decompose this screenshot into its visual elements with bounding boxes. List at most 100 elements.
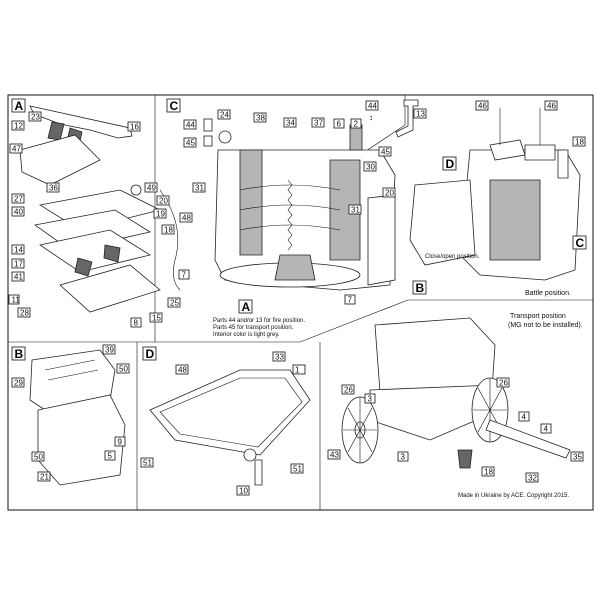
part-13-handle: [395, 99, 419, 138]
part-label: 48: [182, 214, 191, 223]
section-a-box: [11, 98, 26, 113]
part-label: 18: [164, 226, 173, 235]
part-label: 36: [49, 184, 58, 193]
part-label: 50: [34, 453, 43, 462]
mg-magazine: [47, 121, 65, 141]
part-label: 18: [484, 468, 493, 477]
view-c-labels: 24 44 45 38 34 37 6 2 44 45 13 30 31 31 …: [183, 100, 427, 305]
part-label: 47: [12, 145, 21, 154]
part-10-pin: [254, 459, 263, 486]
seat-layer-3: [38, 229, 152, 273]
hatch-detail: [243, 448, 257, 462]
part-label: 39: [105, 346, 114, 355]
copyright-text: Made in Ukraine by ACE. Copyright 2015.: [458, 493, 569, 499]
part-label: 44: [368, 102, 377, 111]
part-label: 11: [12, 296, 21, 305]
spring-coil: [287, 179, 293, 251]
part-label: 14: [14, 246, 23, 255]
gun-mount-block: [274, 254, 316, 281]
part-label: 13: [416, 110, 425, 119]
section-b-label: B: [15, 347, 24, 361]
part-label: 50: [119, 365, 128, 374]
divider-upper-lower: [8, 299, 593, 343]
part-label: 19: [156, 210, 165, 219]
view-d-labels: 48 33 1 51 51 10: [140, 351, 306, 496]
part-label: 35: [573, 453, 582, 462]
part-label: 26: [499, 379, 508, 388]
section-c-label: C: [170, 99, 179, 113]
part-label: 34: [286, 119, 295, 128]
part-label: 28: [20, 309, 29, 318]
part-label: 12: [14, 122, 23, 131]
roof-inner-edge: [159, 377, 303, 448]
floor-plate: [59, 264, 161, 313]
part-label: 20: [159, 197, 168, 206]
section-d-marker-box: [442, 156, 457, 171]
sheet-border: [7, 94, 594, 511]
part-label: 10: [239, 487, 248, 496]
interior-wall: [239, 149, 263, 256]
part-label: 8: [134, 319, 139, 328]
part-label: 23: [31, 113, 40, 122]
section-a-label: A: [15, 99, 24, 113]
right-wheel-spokes: [473, 378, 507, 442]
part-label: 45: [381, 148, 390, 157]
note-interior-color: Interior color is light grey.: [213, 332, 280, 338]
section-d-marker: D: [446, 157, 455, 171]
part-label: 51: [143, 459, 152, 468]
part-24-knob: [218, 130, 232, 144]
part-label: 31: [195, 184, 204, 193]
interior-opening: [489, 179, 541, 261]
cart-body-transport: [374, 317, 496, 396]
view-b-labels: 39 29 50 9 50 5 21: [11, 344, 130, 482]
door-detail: [44, 359, 99, 381]
part-label: 5: [108, 452, 113, 461]
section-c-marker-box: [572, 235, 587, 250]
part-label: 24: [220, 111, 229, 120]
tow-bar: [485, 419, 571, 459]
note-fire-position: Parts 44 and/or 13 for fire position.: [213, 318, 305, 324]
part-label: 31: [351, 206, 360, 215]
section-b-marker: B: [416, 281, 425, 295]
part-label: 3: [368, 395, 373, 404]
part-49-round: [130, 184, 142, 196]
left-wheel-spokes: [343, 397, 377, 463]
part-label: 30: [366, 163, 375, 172]
view-transport: Transport position (MG not to be install…: [327, 313, 584, 499]
part-label: 49: [147, 184, 156, 193]
part-label: 6: [337, 120, 342, 129]
section-b-box: [11, 346, 26, 361]
part-label: 41: [14, 273, 23, 282]
view-d: D 48 33 1 51 51 10: [140, 346, 311, 496]
part-label: 3: [401, 453, 406, 462]
part-label: 25: [170, 299, 179, 308]
part-label: 40: [14, 208, 23, 217]
part-label: 1: [295, 366, 300, 375]
part-label: 26: [344, 386, 353, 395]
gear-block: [103, 244, 121, 263]
part-label: 46: [547, 102, 556, 111]
part-label: 38: [256, 114, 265, 123]
spring-part: [74, 257, 93, 277]
battle-position-caption: Battle position.: [525, 290, 571, 297]
part-label: 44: [186, 121, 195, 130]
part-label: 37: [314, 119, 323, 128]
part-label: 4: [522, 413, 527, 422]
part-label: 45: [186, 139, 195, 148]
view-a-labels: 23 12 16 47 36 27 40 49 19 18 14 17 41 2…: [8, 111, 193, 328]
part-44-pin: [203, 118, 213, 132]
part-label: 46: [478, 102, 487, 111]
inset-a-label: A: [242, 300, 251, 314]
open-door-panel: [409, 179, 476, 266]
part-18-hook: [457, 449, 473, 469]
gun-shield: [19, 134, 101, 186]
section-d-label: D: [146, 347, 155, 361]
close-open-label: Close/open position.: [425, 254, 480, 260]
view-c: C ↕ A Parts 44 and/or 13 for fire positi…: [166, 98, 427, 338]
part-2-bracket: [349, 124, 363, 151]
part-label: 21: [40, 473, 49, 482]
interior-panel: [329, 159, 361, 261]
part-label: 43: [330, 451, 339, 460]
view-b: B 39 29 50 9 50 5 21: [11, 344, 130, 486]
part-label: 7: [182, 271, 187, 280]
